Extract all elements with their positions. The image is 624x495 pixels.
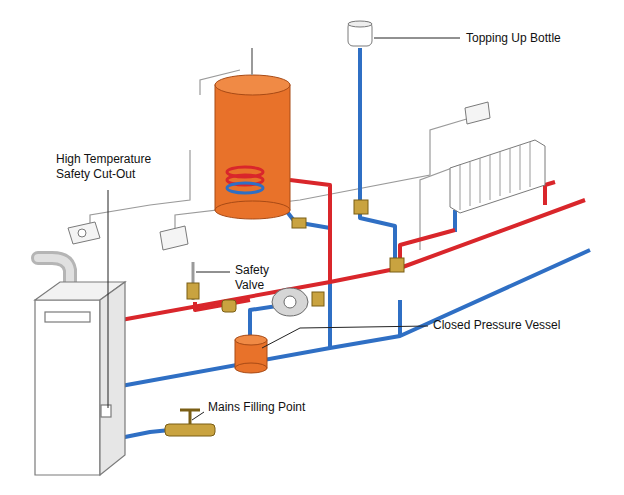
hot-water-cylinder bbox=[215, 48, 306, 228]
filling-tap bbox=[165, 410, 215, 436]
safety-valve bbox=[187, 262, 236, 312]
pressure-vessel bbox=[235, 335, 267, 373]
callout-label: High Temperature Safety Cut-Out bbox=[56, 152, 166, 182]
flow-pipes bbox=[110, 180, 585, 322]
radiator bbox=[450, 140, 545, 213]
callout-label: Closed Pressure Vessel bbox=[433, 318, 618, 333]
boiler bbox=[35, 282, 125, 475]
callout-label: Mains Filling Point bbox=[208, 400, 368, 415]
return-pipes bbox=[110, 48, 590, 440]
pump bbox=[272, 288, 324, 316]
callout-label: Topping Up Bottle bbox=[466, 31, 616, 46]
callout-label: Safety Valve bbox=[235, 263, 283, 293]
topping-up-bottle bbox=[348, 21, 404, 272]
leader-lines bbox=[108, 38, 460, 420]
